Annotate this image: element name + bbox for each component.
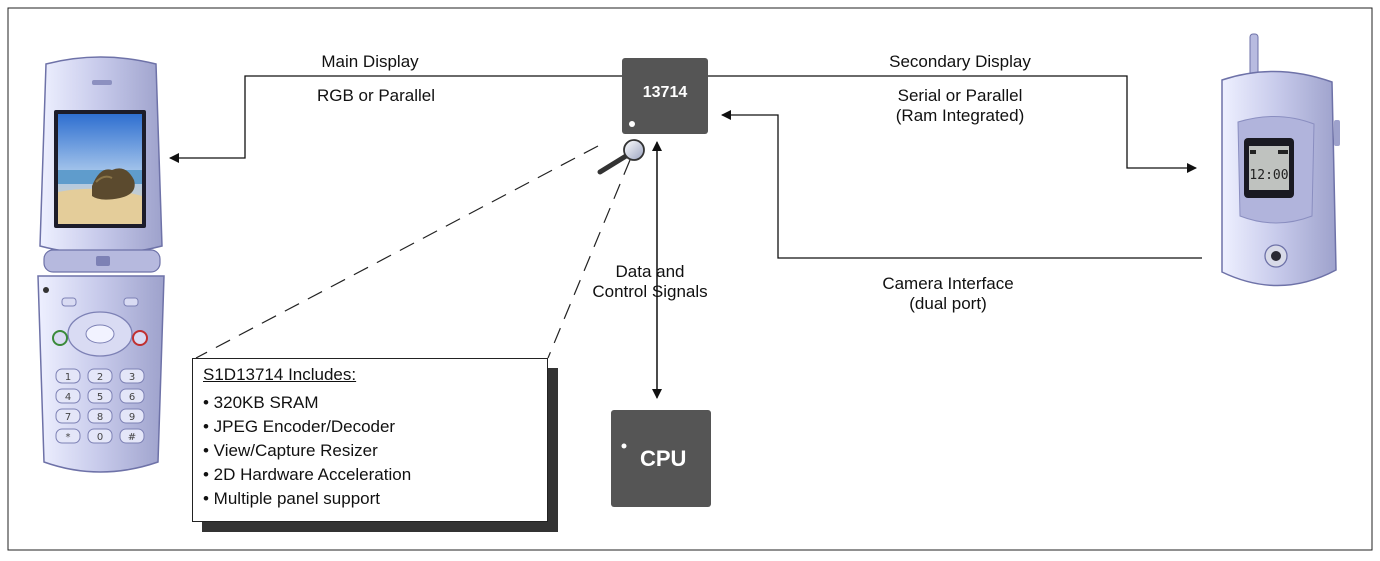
keypad-key: 5 [87,388,113,404]
keypad-key: 4 [55,388,81,404]
svg-text:4: 4 [65,392,71,403]
secondary-display-arrow [708,75,1197,173]
cpu-chip [611,410,711,507]
secondary-display-title: Secondary Display [889,52,1031,71]
svg-text:3: 3 [129,372,135,383]
features-box: S1D13714 Includes: • 320KB SRAM • JPEG E… [192,358,548,522]
chip-label: 13714 [642,84,688,101]
zoom-dashed-line-left [195,145,599,359]
main-display-subtitle: RGB or Parallel [316,86,436,105]
keypad-key: * [55,428,81,444]
secondary-display-subtitle-1: Serial or Parallel [897,86,1023,105]
svg-text:*: * [66,432,71,443]
camera-interface-arrow [721,110,1202,259]
open-flip-phone: 1 2 3 4 5 6 7 8 9 * 0 # [37,56,165,473]
diagram-frame [7,7,1373,551]
features-list: • 320KB SRAM • JPEG Encoder/Decoder • Vi… [203,391,411,511]
zoom-dashed-line-right [547,159,631,359]
keypad-key: 6 [119,388,145,404]
cpu-pin1-dot [621,443,627,449]
feature-item: • View/Capture Resizer [203,441,378,460]
data-control-label-1: Data and [615,262,685,281]
camera-interface-subtitle: (dual port) [909,294,987,313]
svg-text:5: 5 [97,392,103,403]
main-display-title: Main Display [321,52,419,71]
svg-text:#: # [128,432,136,443]
svg-text:6: 6 [129,392,135,403]
feature-item: • Multiple panel support [203,489,380,508]
keypad-key: # [119,428,145,444]
keypad-key: 2 [87,368,113,384]
svg-text:0: 0 [97,432,103,443]
phone-keypad: 1 2 3 4 5 6 7 8 9 * 0 # [55,368,145,444]
cpu-label: CPU [640,446,687,471]
keypad-key: 9 [119,408,145,424]
data-control-label-2: Control Signals [592,282,708,301]
svg-text:9: 9 [129,412,135,423]
feature-item: • 320KB SRAM [203,393,319,412]
keypad-key: 0 [87,428,113,444]
svg-text:8: 8 [97,412,103,423]
svg-text:7: 7 [65,412,71,423]
feature-item: • 2D Hardware Acceleration [203,465,412,484]
feature-item: • JPEG Encoder/Decoder [203,417,396,436]
magnifier-icon [597,139,645,175]
closed-flip-phone: 12:00 [1221,33,1340,287]
main-display-arrow [169,75,622,163]
secondary-display-subtitle-2: (Ram Integrated) [895,106,1025,125]
keypad-key: 3 [119,368,145,384]
camera-interface-title: Camera Interface [882,274,1014,293]
svg-text:2: 2 [97,372,103,383]
keypad-key: 7 [55,408,81,424]
chip-13714 [622,58,708,134]
svg-text:1: 1 [65,372,71,383]
keypad-key: 1 [55,368,81,384]
features-title: S1D13714 Includes: [203,365,357,384]
chip-pin1-dot [629,121,635,127]
keypad-key: 8 [87,408,113,424]
sub-display-time: 12:00 [1249,168,1288,183]
